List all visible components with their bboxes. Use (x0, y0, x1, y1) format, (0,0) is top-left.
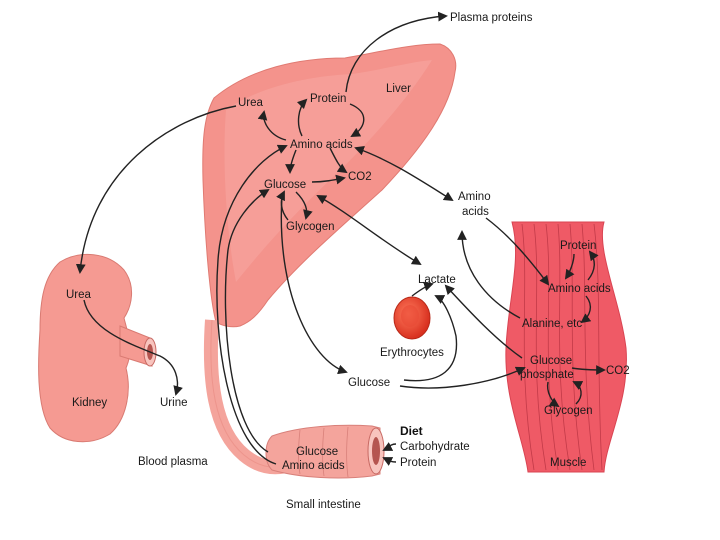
label-erythrocytes: Erythrocytes (380, 347, 444, 359)
label-lactate: Lactate (418, 274, 456, 286)
arrow-amino-to-urea (257, 110, 287, 141)
label-co2-muscle: CO2 (606, 365, 630, 377)
arrow-urea-to-kidney (75, 105, 237, 274)
liver-highlight (224, 60, 432, 282)
label-alanine: Alanine, etc (522, 318, 582, 330)
label-glycogen-liver: Glycogen (286, 221, 335, 233)
label-small-intestine: Small intestine (286, 499, 361, 511)
arrow-muscle-gp-to-co2 (571, 365, 606, 375)
label-plasma-proteins: Plasma proteins (450, 12, 533, 24)
arrow-alanine-to-plasma (457, 230, 521, 319)
label-amino-acids-liver: Amino acids (290, 139, 353, 151)
label-glycogen-muscle: Glycogen (544, 405, 593, 417)
arrow-liver-glucose-to-plasma (280, 195, 348, 375)
label-protein-liver: Protein (310, 93, 346, 105)
arrow-amino-to-co2 (329, 147, 348, 174)
arrow-muscle-amino-to-alanine (580, 295, 592, 324)
label-glucose-plasma: Glucose (348, 377, 390, 389)
label-blood-plasma: Blood plasma (138, 456, 208, 468)
arrow-intestine-glucose-to-liver (224, 188, 270, 453)
label-protein-diet: Protein (400, 457, 436, 469)
arrow-lactate-to-liver (316, 195, 422, 266)
arrow-muscle-amino-to-protein (587, 250, 599, 281)
arrow-protein-to-plasma (345, 11, 448, 93)
arrow-intestine-amino-to-liver (216, 144, 288, 465)
arrow-muscle-protein-to-amino (564, 253, 575, 280)
label-protein-muscle: Protein (560, 240, 596, 252)
label-urine: Urine (160, 397, 187, 409)
arrow-muscle-to-lactate (444, 284, 523, 359)
label-diet: Diet (400, 424, 423, 438)
label-amino-plasma-1: Amino (458, 191, 491, 203)
label-urea-kidney: Urea (66, 289, 92, 301)
label-co2-liver: CO2 (348, 171, 372, 183)
muscle-shape (505, 221, 627, 473)
label-muscle: Muscle (550, 457, 586, 469)
labels: Plasma proteins Liver Urea Protein Amino… (66, 12, 630, 511)
arrow-protein-in (382, 457, 397, 466)
arrow-liver-amino-to-plasma (354, 145, 454, 202)
arrow-protein-to-amino (349, 103, 365, 137)
label-amino-acids-intestine: Amino acids (282, 460, 345, 472)
arrow-plasma-glucose-to-muscle (399, 366, 526, 389)
arrow-muscle-glycogen-to-gp (572, 381, 584, 405)
label-amino-plasma-2: acids (462, 206, 489, 218)
label-glucose-intestine: Glucose (296, 446, 338, 458)
arrow-amino-to-protein (296, 98, 308, 137)
arrow-glucose-to-glycogen (295, 191, 313, 220)
label-glucose-phosphate-1: Glucose (530, 355, 572, 367)
arrow-amino-to-glucose (285, 149, 297, 174)
label-liver: Liver (386, 83, 411, 95)
arrow-erythrocytes-to-lactate (411, 281, 434, 297)
label-urea-liver: Urea (238, 97, 264, 109)
kidney-shape (38, 253, 132, 443)
label-amino-acids-muscle: Amino acids (548, 283, 611, 295)
label-kidney: Kidney (72, 397, 107, 409)
arrow-muscle-gp-to-glycogen (546, 381, 560, 408)
intestine-folds (298, 426, 349, 478)
arrow-carbohydrate-in (382, 442, 397, 451)
arrow-glucose-to-erythrocytes (403, 295, 458, 382)
label-carbohydrate: Carbohydrate (400, 441, 470, 453)
muscle-fibers (521, 223, 603, 471)
arrow-glucose-to-co2 (311, 174, 346, 185)
label-glucose-phosphate-2: phosphate (520, 369, 574, 381)
arrow-plasma-amino-to-muscle (485, 217, 550, 286)
pathway-arrows (75, 11, 606, 466)
arrow-urea-to-urine (83, 299, 183, 396)
label-glucose-liver: Glucose (264, 179, 306, 191)
